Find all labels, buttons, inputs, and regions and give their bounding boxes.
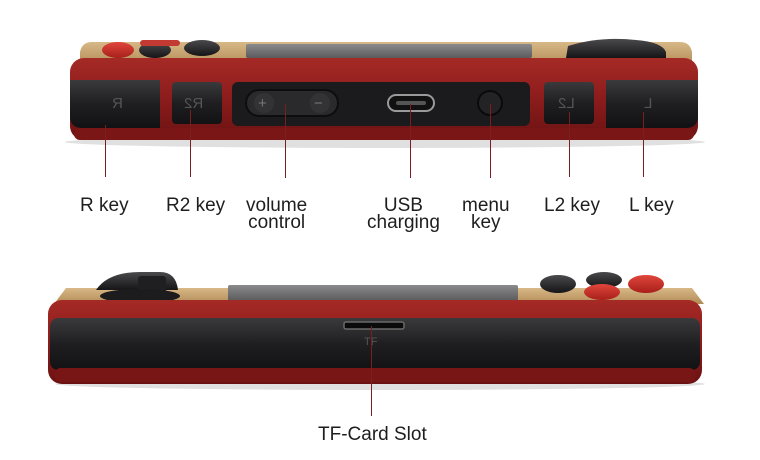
red-face-button-c bbox=[628, 275, 664, 293]
label-volume-line2: control bbox=[248, 212, 306, 233]
label-usb-line2: charging bbox=[367, 212, 440, 233]
bottom-edge-device bbox=[48, 272, 705, 390]
label-usb-charging: USB charging bbox=[367, 195, 440, 233]
tf-card-slot bbox=[343, 321, 405, 330]
vol-plus-glyph: + bbox=[258, 95, 267, 112]
bottom-black-band bbox=[50, 318, 700, 370]
leader-menu bbox=[490, 104, 491, 178]
label-volume-control: volume control bbox=[246, 195, 308, 233]
screen-edge bbox=[246, 44, 532, 58]
label-usb-line1: USB bbox=[383, 195, 423, 216]
black-face-button-b bbox=[540, 275, 576, 293]
l2-button-glyph: L2 bbox=[558, 95, 575, 112]
l-button-glyph: L bbox=[644, 95, 653, 112]
leader-l-key bbox=[643, 112, 644, 177]
tf-glyph: TF bbox=[364, 334, 377, 351]
leader-r2-key bbox=[190, 110, 191, 177]
r-button-glyph: R bbox=[112, 95, 123, 112]
leader-volume bbox=[285, 104, 286, 178]
red-face-button bbox=[102, 42, 134, 58]
black-face-button-c bbox=[586, 272, 622, 288]
screen-edge-bottom bbox=[228, 285, 518, 301]
black-face-button-2 bbox=[184, 40, 220, 56]
leader-r-key bbox=[105, 125, 106, 177]
label-menu-key: menu key bbox=[462, 195, 510, 233]
vol-minus-glyph: − bbox=[314, 95, 323, 112]
dpad-edge bbox=[566, 38, 666, 58]
label-r-key: R key bbox=[80, 195, 129, 216]
l-bumper bbox=[606, 80, 698, 128]
leader-tf-slot bbox=[371, 326, 372, 416]
label-tf-card-slot: TF-Card Slot bbox=[318, 424, 427, 445]
r2-trigger bbox=[172, 82, 222, 124]
label-menu-line2: key bbox=[470, 212, 501, 233]
red-face-button-b bbox=[584, 284, 620, 300]
label-r2-key: R2 key bbox=[166, 195, 226, 216]
label-l2-key: L2 key bbox=[544, 195, 600, 216]
leader-usb bbox=[410, 104, 411, 178]
label-volume-line1: volume bbox=[246, 195, 308, 216]
label-menu-line1: menu bbox=[462, 195, 510, 216]
r2-button-glyph: R2 bbox=[184, 95, 204, 112]
top-edge-device bbox=[65, 38, 705, 148]
r-bumper bbox=[70, 80, 160, 128]
label-l-key: L key bbox=[629, 195, 674, 216]
l2-trigger bbox=[544, 82, 594, 124]
leader-l2-key bbox=[569, 112, 570, 177]
